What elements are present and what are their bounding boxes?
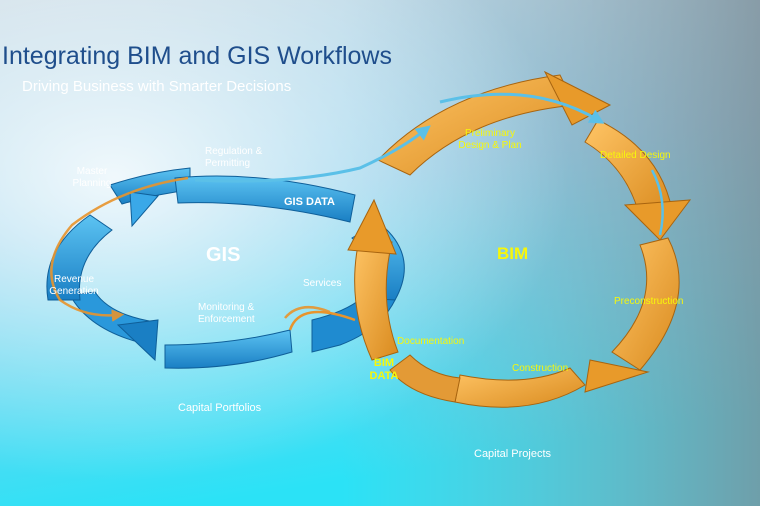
bim-label-documentation: Documentation	[397, 336, 465, 347]
page-subtitle: Driving Business with Smarter Decisions	[22, 78, 292, 95]
bim-arrow-preconstruction-head	[584, 359, 650, 393]
gis-segment-arrowhead-2	[116, 319, 159, 362]
gis-label-gis-data: GIS DATA	[284, 196, 335, 208]
bim-arrow-documentation-head	[347, 198, 397, 255]
gis-label-master-planning: Master Planning	[72, 166, 112, 189]
gis-label-services: Services	[303, 278, 342, 289]
gis-to-bim-flow	[194, 125, 431, 183]
gis-label-regulation: Regulation & Permitting	[205, 146, 263, 169]
gis-flow-line-right	[284, 305, 331, 319]
bim-label-bim-data: BIM DATA	[369, 357, 399, 382]
bim-center-label: BIM	[497, 244, 529, 263]
bim-flow-top	[439, 92, 605, 124]
bim-to-gis-flow	[288, 310, 356, 331]
gis-footer-label: Capital Portfolios	[178, 402, 262, 414]
bim-arrow-construction-tail	[389, 354, 461, 403]
gis-flow-line	[50, 176, 189, 322]
bim-arrow-preconstruction	[611, 237, 680, 371]
bim-flow-right	[650, 169, 664, 236]
bim-label-preconstruction: Preconstruction	[614, 296, 684, 307]
bim-footer-label: Capital Projects	[474, 448, 552, 460]
gis-label-monitoring: Monitoring & Enforcement	[198, 302, 255, 325]
page-title: Integrating BIM and GIS Workflows	[2, 42, 392, 70]
gis-label-revenue: Revenue Generation	[49, 274, 99, 297]
gis-segment-monitoring	[164, 329, 293, 369]
bim-label-detailed: Detailed Design	[600, 150, 671, 161]
gis-segment-left	[46, 214, 113, 301]
bim-arrow-detailed-head	[623, 199, 692, 241]
gis-center-label: GIS	[206, 244, 241, 266]
gis-segment-arrowhead-1	[129, 191, 159, 228]
gis-segment-gis-data	[174, 175, 356, 223]
bim-label-construction: Construction	[512, 363, 569, 374]
bim-label-preliminary: Preliminary Design & Plan	[458, 128, 522, 151]
